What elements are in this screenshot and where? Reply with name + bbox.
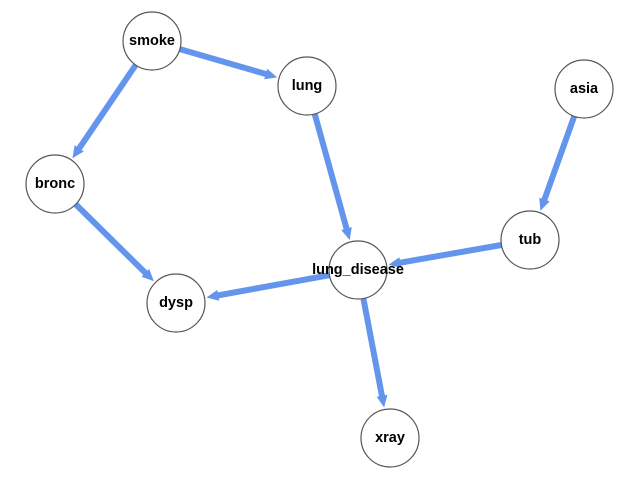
edge-line: [541, 115, 578, 202]
node-label: dysp: [159, 295, 193, 311]
arrowhead: [539, 197, 550, 211]
arrowhead: [72, 145, 84, 159]
edge-lung-to-lung_disease: [311, 113, 352, 241]
node-lung: lung: [277, 56, 337, 116]
node-lung_disease: lung_disease: [312, 240, 404, 300]
arrowhead: [264, 68, 278, 80]
edge-line: [216, 272, 331, 299]
edge-line: [398, 242, 502, 266]
edge-asia-to-tub: [539, 115, 578, 211]
edge-line: [311, 113, 350, 231]
edge-line: [179, 46, 268, 78]
node-circle: [25, 154, 85, 214]
node-tub: tub: [500, 210, 560, 270]
node-asia: asia: [554, 59, 614, 119]
edge-bronc-to-dysp: [73, 202, 154, 282]
node-label: bronc: [35, 176, 75, 192]
node-label: lung: [292, 78, 323, 94]
edge-line: [73, 202, 149, 276]
edge-lung_disease-to-dysp: [206, 272, 331, 301]
node-dysp: dysp: [146, 273, 206, 333]
node-label: smoke: [129, 33, 175, 49]
arrowhead: [141, 268, 154, 282]
node-bronc: bronc: [25, 154, 85, 214]
node-label: tub: [519, 232, 542, 248]
arrowhead: [341, 227, 352, 241]
edge-lung_disease-to-xray: [360, 297, 388, 408]
node-circle: [146, 273, 206, 333]
node-label: asia: [570, 81, 599, 97]
node-circle: [122, 11, 182, 71]
arrowhead: [388, 257, 402, 268]
node-label: lung_disease: [312, 262, 404, 278]
arrowhead: [206, 289, 220, 301]
node-label: xray: [375, 430, 405, 446]
edge-line: [76, 63, 139, 151]
edges-layer: [72, 46, 578, 408]
node-xray: xray: [360, 408, 420, 468]
node-circle: [554, 59, 614, 119]
node-circle: [328, 240, 388, 300]
node-circle: [277, 56, 337, 116]
node-circle: [500, 210, 560, 270]
edge-tub-to-lung_disease: [388, 242, 502, 268]
edge-line: [360, 297, 386, 398]
edge-smoke-to-bronc: [72, 63, 139, 159]
node-circle: [360, 408, 420, 468]
node-smoke: smoke: [122, 11, 182, 71]
arrowhead: [376, 394, 388, 408]
edge-smoke-to-lung: [179, 46, 278, 80]
